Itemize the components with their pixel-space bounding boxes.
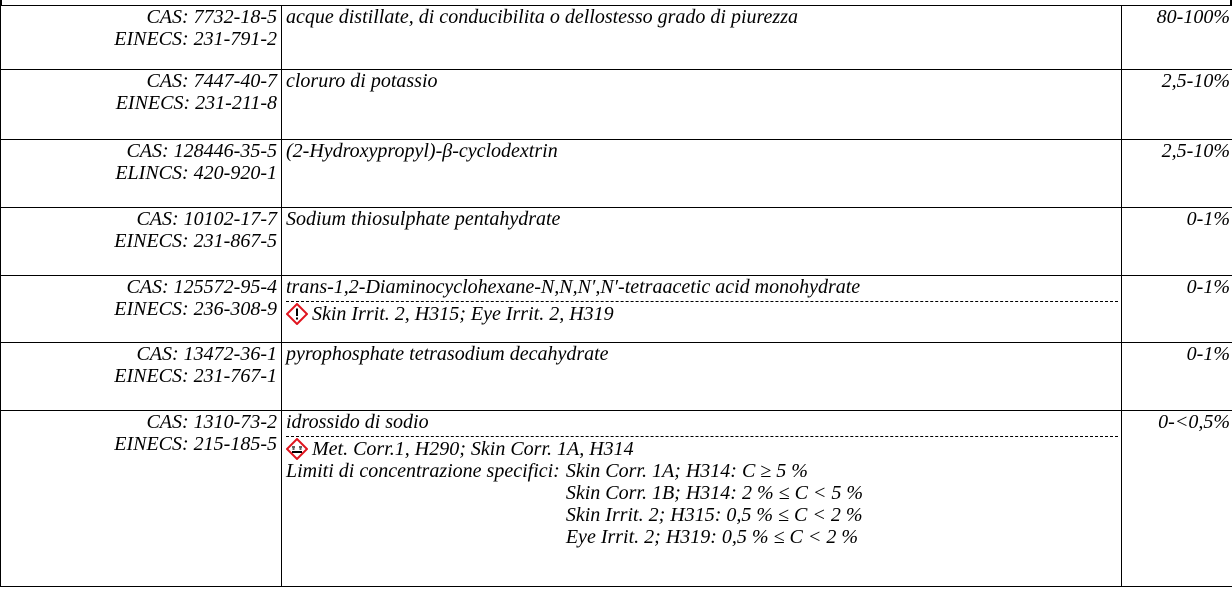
substance-name: Sodium thiosulphate pentahydrate xyxy=(281,207,1122,276)
ec-number: EINECS: 231-791-2 xyxy=(114,28,277,50)
identifier-cell: CAS: 13472-36-1 EINECS: 231-767-1 xyxy=(0,342,282,411)
substance-name: (2-Hydroxypropyl)-β-cyclodextrin xyxy=(281,139,1122,208)
limit-item: Eye Irrit. 2; H319: 0,5 % ≤ C < 2 % xyxy=(565,526,859,548)
ec-number: EINECS: 231-211-8 xyxy=(115,92,277,114)
concentration: 0-1% xyxy=(1121,342,1232,411)
substance-name: cloruro di potassio xyxy=(281,69,1122,140)
cas-number: CAS: 1310-73-2 xyxy=(146,411,277,433)
identifier-cell: CAS: 125572-95-4 EINECS: 236-308-9 xyxy=(0,275,282,343)
identifier-cell: CAS: 1310-73-2 EINECS: 215-185-5 xyxy=(0,410,282,587)
corrosion-icon xyxy=(286,438,308,460)
concentration-limits: Limiti di concentrazione specifici: Skin… xyxy=(286,460,1118,548)
identifier-cell: CAS: 10102-17-7 EINECS: 231-867-5 xyxy=(0,207,282,276)
hazard-line: Met. Corr.1, H290; Skin Corr. 1A, H314 xyxy=(286,438,1118,460)
hazard-classification: Skin Irrit. 2, H315; Eye Irrit. 2, H319 xyxy=(312,303,614,325)
substance-cell: idrossido di sodio Met. Corr.1, H290; Sk… xyxy=(281,410,1122,587)
limit-item: Skin Irrit. 2; H315: 0,5 % ≤ C < 2 % xyxy=(565,504,863,526)
cas-number: CAS: 128446-35-5 xyxy=(126,140,277,162)
cas-number: CAS: 7447-40-7 xyxy=(146,70,277,92)
concentration: 0-<0,5% xyxy=(1121,410,1232,587)
cas-number: CAS: 13472-36-1 xyxy=(136,343,277,365)
cas-number: CAS: 125572-95-4 xyxy=(126,276,277,298)
identifier-cell: CAS: 7732-18-5 EINECS: 231-791-2 xyxy=(0,5,282,70)
concentration: 2,5-10% xyxy=(1121,139,1232,208)
concentration: 2,5-10% xyxy=(1121,69,1232,140)
substance-name: trans-1,2-Diaminocyclohexane-N,N,N′,N′-t… xyxy=(286,276,861,298)
exclamation-mark-icon xyxy=(286,303,308,325)
table-row: CAS: 13472-36-1 EINECS: 231-767-1 pyroph… xyxy=(0,342,1232,411)
table-row: CAS: 7447-40-7 EINECS: 231-211-8 cloruro… xyxy=(0,69,1232,140)
ec-number: EINECS: 231-767-1 xyxy=(114,365,277,387)
concentration: 0-1% xyxy=(1121,275,1232,343)
hazard-line: Skin Irrit. 2, H315; Eye Irrit. 2, H319 xyxy=(286,303,1118,325)
identifier-cell: CAS: 128446-35-5 ELINCS: 420-920-1 xyxy=(0,139,282,208)
ec-number: EINECS: 231-867-5 xyxy=(114,230,277,252)
dashed-divider xyxy=(286,436,1118,437)
limit-item: Skin Corr. 1B; H314: 2 % ≤ C < 5 % xyxy=(565,482,864,504)
identifier-cell: CAS: 7447-40-7 EINECS: 231-211-8 xyxy=(0,69,282,140)
limits-list: Skin Corr. 1A; H314: C ≥ 5 % Skin Corr. … xyxy=(566,460,863,548)
cas-number: CAS: 10102-17-7 xyxy=(136,208,277,230)
substance-name: pyrophosphate tetrasodium decahydrate xyxy=(281,342,1122,411)
table-row: CAS: 7732-18-5 EINECS: 231-791-2 acque d… xyxy=(0,5,1232,70)
limit-item: Skin Corr. 1A; H314: C ≥ 5 % xyxy=(565,460,808,482)
hazard-classification: Met. Corr.1, H290; Skin Corr. 1A, H314 xyxy=(312,438,634,460)
table-row: CAS: 128446-35-5 ELINCS: 420-920-1 (2-Hy… xyxy=(0,139,1232,208)
substance-name: acque distillate, di conducibilita o del… xyxy=(281,5,1122,70)
substance-cell: trans-1,2-Diaminocyclohexane-N,N,N′,N′-t… xyxy=(281,275,1122,343)
limits-label: Limiti di concentrazione specifici: xyxy=(286,460,560,482)
composition-table: CAS: 7732-18-5 EINECS: 231-791-2 acque d… xyxy=(0,5,1232,587)
cut-header-bar xyxy=(0,0,1232,5)
ec-number: ELINCS: 420-920-1 xyxy=(115,162,277,184)
concentration: 80-100% xyxy=(1121,5,1232,70)
table-row: CAS: 1310-73-2 EINECS: 215-185-5 idrossi… xyxy=(0,410,1232,587)
ec-number: EINECS: 236-308-9 xyxy=(114,298,277,320)
concentration: 0-1% xyxy=(1121,207,1232,276)
substance-name: idrossido di sodio xyxy=(286,411,429,433)
cas-number: CAS: 7732-18-5 xyxy=(146,6,277,28)
dashed-divider xyxy=(286,301,1118,302)
table-row: CAS: 10102-17-7 EINECS: 231-867-5 Sodium… xyxy=(0,207,1232,276)
ec-number: EINECS: 215-185-5 xyxy=(114,433,277,455)
table-row: CAS: 125572-95-4 EINECS: 236-308-9 trans… xyxy=(0,275,1232,343)
